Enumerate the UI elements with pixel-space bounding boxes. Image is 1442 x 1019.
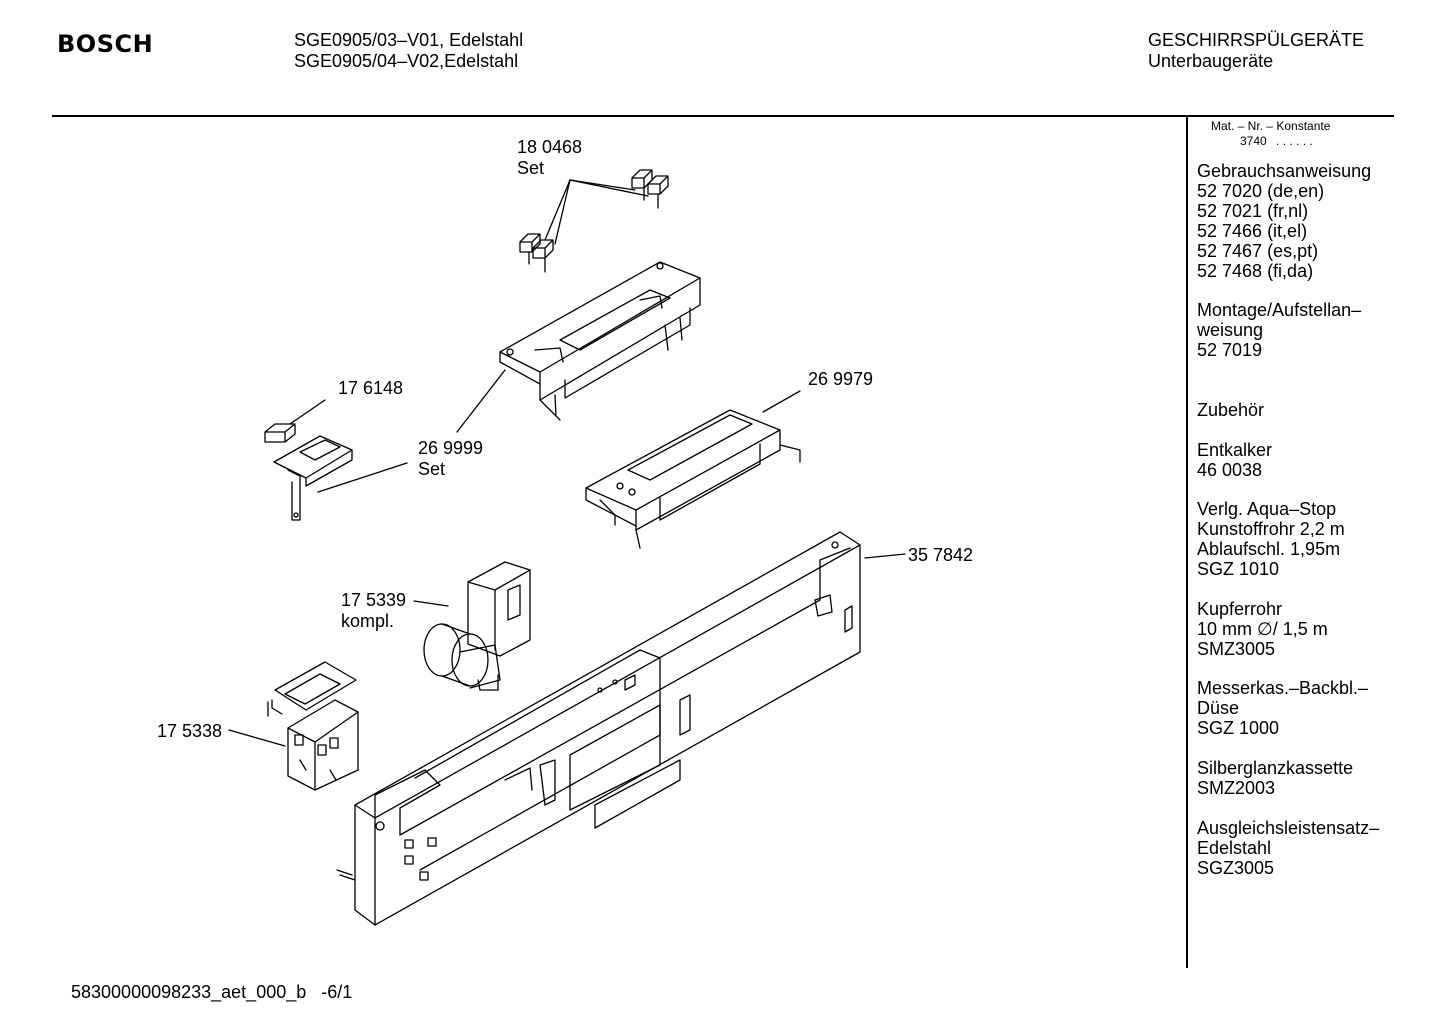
sidebar-line: 52 7466 (it,el) [1197,221,1308,241]
exploded-parts-drawing [228,169,906,926]
sidebar-group-accessories: Zubehör [1197,400,1264,420]
part-number: 17 5339 [341,590,407,610]
sidebar-line: 52 7021 (fr,nl) [1197,201,1309,221]
sidebar-line: Silberglanzkassette [1197,758,1354,778]
sidebar-line: SGZ 1010 [1197,559,1280,579]
part-suffix: Set [418,459,446,479]
category-subtitle: Unterbaugeräte [1148,51,1274,71]
sidebar-line: SGZ3005 [1197,858,1275,878]
part-176148-drawing [264,399,408,521]
part-180468-label: 18 0468 Set [517,137,582,179]
part-180468-drawing [519,169,669,273]
sidebar-line: Messerkas.–Backbl.– [1197,678,1369,698]
part-269999-label: 26 9999 Set [418,438,483,480]
sidebar-group-installation: Montage/Aufstellan– weisung 52 7019 [1197,300,1361,360]
part-357842-label: 35 7842 [908,545,973,566]
sidebar-line: Ausgleichsleistensatz– [1197,818,1380,838]
sidebar-line: weisung [1197,320,1264,340]
sidebar-group-copper-pipe: Kupferrohr 10 mm ∅/ 1,5 m SMZ3005 [1197,599,1328,659]
part-176148-label: 17 6148 [338,378,403,399]
sidebar-line: Gebrauchsanweisung [1197,161,1372,181]
sidebar-line: 52 7020 (de,en) [1197,181,1325,201]
part-357842-drawing [336,531,906,926]
part-175339-drawing [413,561,531,691]
sidebar-line: Kunstoffrohr 2,2 m [1197,519,1345,539]
part-number: 35 7842 [908,545,974,565]
sidebar-group-descaler: Entkalker 46 0038 [1197,440,1272,480]
mat-nr-dots: . . . . . . [1276,134,1313,148]
sidebar-line: Düse [1197,698,1240,718]
part-suffix: Set [517,158,545,178]
sidebar-line: SMZ3005 [1197,639,1276,659]
sidebar-group-aquastop: Verlg. Aqua–Stop Kunstoffrohr 2,2 m Abla… [1197,499,1345,579]
part-269999-drawing [456,261,701,433]
part-number: 17 6148 [338,378,404,398]
sidebar-group-trim: Ausgleichsleistensatz– Edelstahl SGZ3005 [1197,818,1379,878]
part-269979-drawing [585,390,801,549]
part-175338-drawing [228,661,359,791]
sidebar-line: Edelstahl [1197,838,1272,858]
sidebar-group-manual: Gebrauchsanweisung 52 7020 (de,en) 52 70… [1197,161,1371,281]
sidebar-line: SGZ 1000 [1197,718,1280,738]
sidebar-line: 52 7467 (es,pt) [1197,241,1319,261]
part-175338-label: 17 5338 [157,721,222,742]
model-line-1: SGE0905/03–V01, Edelstahl [294,30,524,50]
part-suffix: kompl. [341,611,395,631]
part-175339-label: 17 5339 kompl. [341,590,406,632]
document-id: 58300000098233_aet_000_b -6/1 [71,982,353,1002]
sidebar-group-silver: Silberglanzkassette SMZ2003 [1197,758,1353,798]
sidebar-line: Kupferrohr [1197,599,1283,619]
sidebar-line: Ablaufschl. 1,95m [1197,539,1341,559]
mat-nr-label: Mat. – Nr. – Konstante [1211,119,1331,133]
mat-nr-value: 3740 [1240,134,1267,148]
mat-nr-constant: 3740 . . . . . . [1240,134,1313,148]
sidebar-line: Zubehör [1197,400,1265,420]
sidebar-line: 52 7019 [1197,340,1263,360]
sidebar-line: 46 0038 [1197,460,1263,480]
sidebar-line: Verlg. Aqua–Stop [1197,499,1337,519]
sidebar-line: 10 mm ∅/ 1,5 m [1197,619,1328,639]
sidebar-divider [1186,116,1188,968]
brand-logo: BOSCH [57,30,154,58]
part-number: 18 0468 [517,137,583,157]
sidebar-group-cutlery: Messerkas.–Backbl.– Düse SGZ 1000 [1197,678,1368,738]
category-title: GESCHIRRSPÜLGERÄTE [1148,30,1365,50]
sidebar-line: 52 7468 (fi,da) [1197,261,1314,281]
part-number: 17 5338 [157,721,223,741]
sidebar-line: Entkalker [1197,440,1273,460]
part-number: 26 9999 [418,438,484,458]
part-number: 26 9979 [808,369,874,389]
part-269979-label: 26 9979 [808,369,873,390]
header-divider [52,115,1394,117]
model-line-2: SGE0905/04–V02,Edelstahl [294,51,519,71]
sidebar-line: Montage/Aufstellan– [1197,300,1362,320]
sidebar-line: SMZ2003 [1197,778,1276,798]
